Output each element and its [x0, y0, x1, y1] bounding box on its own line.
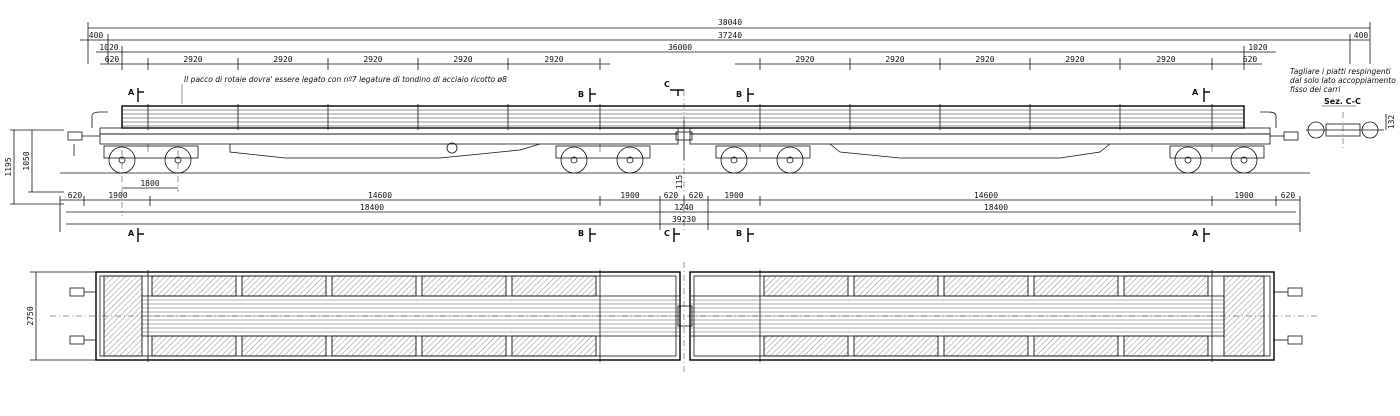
cut-note-line-3: fisso dei carri	[1290, 85, 1341, 94]
bogie	[555, 145, 651, 174]
top-dimension-chain: 38040 400 37240 400 1020 36000 1020 620 …	[80, 18, 1371, 70]
bogie	[103, 145, 199, 174]
dim-left-b: 14600	[368, 191, 392, 200]
dim-wagon-right: 18400	[984, 203, 1008, 212]
dim-wagon-left: 18400	[360, 203, 384, 212]
section-cc-detail: 132	[1306, 112, 1396, 150]
bogie	[1169, 145, 1265, 174]
dim-right-a: 1900	[724, 191, 743, 200]
bay-dimensions-left: 2920 2920 2920 2920 2920	[147, 55, 601, 70]
side-elevation	[60, 90, 1310, 230]
bay-label: 2920	[183, 55, 202, 64]
dim-mid-right: 620	[689, 191, 704, 200]
section-marker-a: A	[1192, 229, 1199, 238]
overhang-left-label: 400	[89, 31, 104, 40]
bogie	[715, 145, 811, 174]
dim-mid-left: 620	[664, 191, 679, 200]
dim-total: 39230	[672, 215, 696, 224]
overall-length-label: 38040	[718, 18, 742, 27]
end-offset-left-label: 620	[105, 55, 120, 64]
bogie-base-label: 1800	[140, 179, 159, 188]
height-total-label: 1195	[4, 157, 13, 176]
dim-right-b: 14600	[974, 191, 998, 200]
section-title: Sez. C-C	[1324, 97, 1361, 106]
bogie-base-dimension: 1800	[122, 179, 178, 189]
cut-note: Tagliare i piatti respingenti dal solo l…	[1290, 67, 1396, 107]
section-marker-a: A	[128, 88, 135, 97]
section-marker-b: B	[578, 90, 584, 99]
wagon-right-elevation	[689, 111, 1299, 159]
bay-label: 2920	[453, 55, 472, 64]
section-marker-a: A	[1192, 88, 1199, 97]
wagon-left-elevation	[67, 111, 679, 159]
bay-label: 2920	[795, 55, 814, 64]
wagon-left-plan	[69, 270, 681, 362]
load-length-label: 36000	[668, 43, 692, 52]
dim-coupling: 1240	[674, 203, 693, 212]
height-frame-label: 1050	[22, 151, 31, 170]
coupler-height-label: 115	[675, 175, 684, 190]
stanchions	[147, 104, 1213, 130]
section-offset-label: 132	[1387, 115, 1396, 130]
bottom-dimension-chain: 620 1900 14600 1900 620 620 1900 14600 1…	[59, 191, 1301, 232]
bay-label: 2920	[975, 55, 994, 64]
bay-dimensions-right: 2920 2920 2920 2920 2920	[759, 55, 1213, 70]
dim-left-a: 1900	[108, 191, 127, 200]
dim-end-right: 620	[1281, 191, 1296, 200]
load-offset-left-label: 1020	[99, 43, 118, 52]
section-marker-b: B	[578, 229, 584, 238]
section-marker-a: A	[128, 229, 135, 238]
bay-label: 2920	[1065, 55, 1084, 64]
cut-note-line-1: Tagliare i piatti respingenti	[1290, 67, 1392, 76]
height-dimensions: 1195 1050	[4, 129, 64, 205]
inner-length-label: 37240	[718, 31, 742, 40]
cut-note-line-2: dal solo lato accoppiamento	[1290, 76, 1396, 85]
dim-right-c: 1900	[1234, 191, 1253, 200]
bay-label: 2920	[885, 55, 904, 64]
dim-left-c: 1900	[620, 191, 639, 200]
wagon-right-plan	[689, 270, 1303, 362]
end-offset-right-label: 620	[1243, 55, 1258, 64]
plan-width-label: 2750	[26, 306, 35, 325]
rail-bundle	[121, 105, 1245, 129]
plan-view: 2750	[26, 262, 1320, 372]
section-marker-c: C	[664, 80, 670, 89]
bay-label: 2920	[544, 55, 563, 64]
overhang-right-label: 400	[1354, 31, 1369, 40]
bay-label: 2920	[363, 55, 382, 64]
load-offset-right-label: 1020	[1248, 43, 1267, 52]
section-marker-c: C	[664, 229, 670, 238]
section-marker-b: B	[736, 90, 742, 99]
dim-end-left: 620	[68, 191, 83, 200]
section-marker-b: B	[736, 229, 742, 238]
bay-label: 2920	[1156, 55, 1175, 64]
section-markers: A B C B A A B C B A	[128, 80, 1210, 242]
bay-label: 2920	[273, 55, 292, 64]
load-binding-note: Il pacco di rotaie dovra' essere legato …	[184, 75, 507, 84]
